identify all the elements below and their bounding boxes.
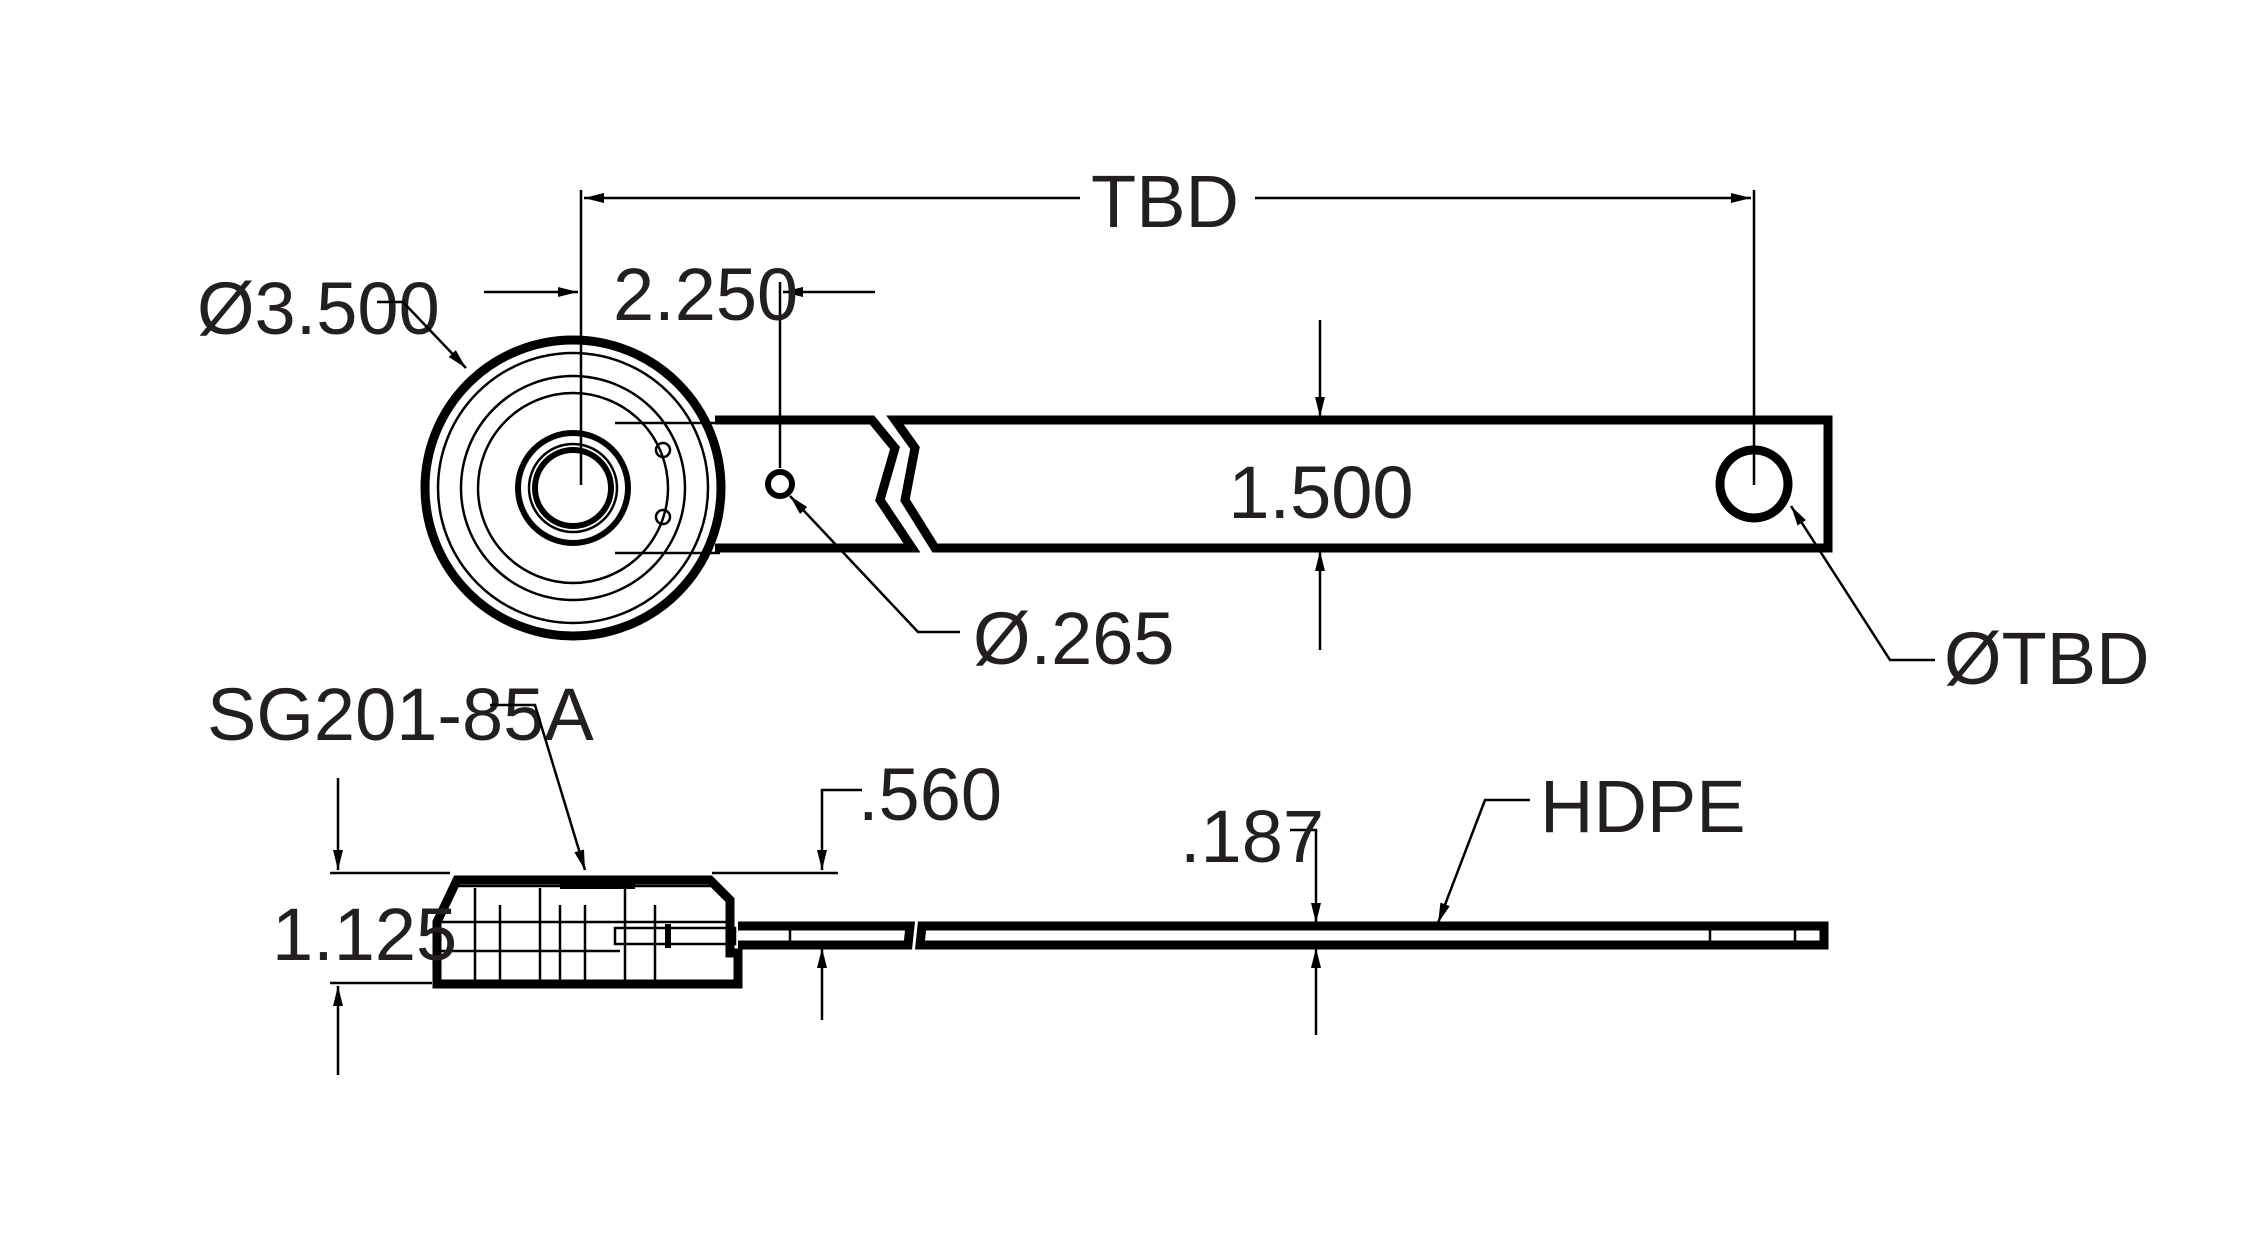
hub-height-label: 1.125 (272, 893, 457, 976)
hub-outer-circle (420, 335, 726, 641)
side-view: SG201-85A 1.125 .560 .187 HDPE (207, 673, 1829, 1075)
arm-width-label: 1.500 (1228, 451, 1413, 534)
part-number-label: SG201-85A (207, 673, 594, 756)
material-label: HDPE (1540, 765, 1746, 848)
arm-thickness-label: .187 (1180, 795, 1324, 878)
hub-diameter-label: Ø3.500 (197, 267, 440, 350)
overall-length-label: TBD (1091, 160, 1239, 243)
hub-screw-hole-bottom (654, 508, 672, 526)
small-hole (765, 469, 795, 499)
hub-bore-outer (515, 430, 631, 546)
hub-ring-3 (476, 391, 670, 585)
arm-right-segment (886, 415, 1833, 553)
hub-bore-inner (532, 447, 614, 529)
offset-leader-top (817, 788, 862, 870)
hub-bore-mid (527, 442, 619, 534)
hub-ring-1 (436, 351, 710, 625)
end-hole-leader (1789, 505, 1935, 662)
arm-offset-label: .560 (858, 753, 1002, 836)
small-hole-diameter-label: Ø.265 (973, 597, 1175, 680)
arm-side-left (738, 921, 915, 950)
hub-screw-body (613, 926, 737, 946)
hub-diameter-leader (377, 300, 467, 369)
arm-left-segment (715, 415, 921, 553)
top-view: TBD Ø3.500 2.250 Ø.265 1.500 ØTBD (197, 160, 2150, 700)
arm-side-right (915, 921, 1829, 950)
small-hole-leader (789, 495, 960, 634)
thickness-leader-top (1290, 828, 1321, 923)
material-leader (1436, 798, 1530, 924)
end-hole-diameter-label: ØTBD (1944, 617, 2150, 700)
hub-side-profile (432, 875, 743, 989)
hub-to-hole-label: 2.250 (613, 253, 798, 336)
part-number-leader (490, 703, 587, 871)
hub-ring-2 (459, 374, 687, 602)
hub-screw-hole-top (654, 441, 672, 459)
